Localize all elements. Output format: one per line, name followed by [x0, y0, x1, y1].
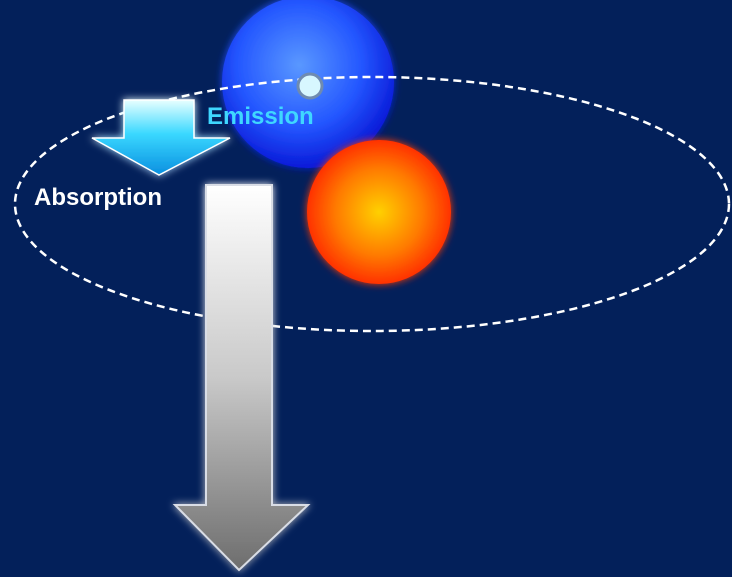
emission-label: Emission — [207, 103, 314, 130]
red-star — [307, 140, 451, 284]
orbit-ellipse — [13, 75, 731, 333]
emission-point — [296, 72, 324, 100]
emission-arrow — [91, 99, 231, 176]
absorption-arrow — [172, 184, 311, 572]
absorption-label: Absorption — [34, 184, 162, 211]
